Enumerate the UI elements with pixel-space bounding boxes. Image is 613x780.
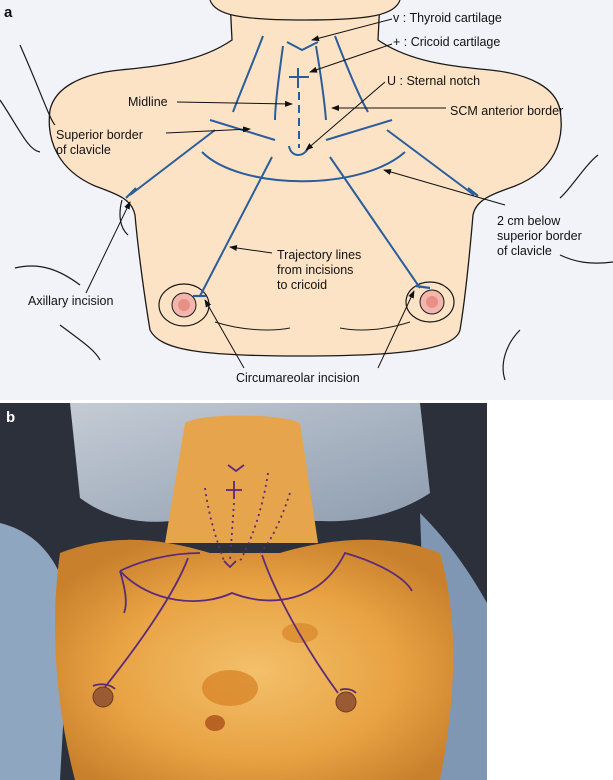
neck-skin <box>165 415 318 543</box>
right-scm-line <box>334 35 369 113</box>
panel-a-letter: a <box>4 4 13 21</box>
right-scm-line-2 <box>315 45 327 121</box>
arrow-superior-border <box>165 126 251 134</box>
chest-crease-right <box>339 321 411 331</box>
photo-right-trajectory <box>261 554 339 694</box>
label-trajectory-line3: to cricoid <box>277 278 328 292</box>
right-lower-line-2 <box>502 329 521 381</box>
label-sternal-notch: U : Sternal notch <box>387 74 481 88</box>
label-axillary-incision: Axillary incision <box>28 294 114 308</box>
thyroid-mark <box>286 41 319 52</box>
torso-photo <box>55 539 454 780</box>
label-superior-border-line1: Superior border <box>56 128 143 142</box>
label-cricoid-cartilage: + : Cricoid cartilage <box>393 35 501 49</box>
arrow-trajectory <box>229 245 273 254</box>
label-scm-anterior-border: SCM anterior border <box>450 104 564 118</box>
label-2cm-below-line3: of clavicle <box>497 244 552 258</box>
stain-lower <box>205 715 225 731</box>
left-arm-line <box>19 44 56 126</box>
label-circumareolar-incision: Circumareolar incision <box>236 371 360 385</box>
right-clavicle-line-2 <box>386 129 475 196</box>
right-axillary-incision <box>467 187 479 197</box>
right-areolar-incision <box>415 284 431 290</box>
arrow-circum-left <box>204 299 245 369</box>
torso-skin <box>48 0 562 357</box>
arrow-midline <box>176 100 293 107</box>
photo-markings <box>92 464 413 694</box>
panel-b-letter: b <box>6 409 16 426</box>
photo-right-areola-inc <box>339 688 357 694</box>
label-2cm-below-line2: superior border <box>497 229 582 243</box>
arrow-cricoid <box>309 43 393 73</box>
left-clavicle-line <box>129 129 216 196</box>
stain-center <box>202 670 258 706</box>
panel-a-illustration: a v : Thyroid cartilage + : Cricoid cart… <box>0 0 613 400</box>
left-scm-line <box>232 35 264 113</box>
right-arm-line <box>559 154 599 199</box>
arrow-2cm-below <box>383 169 506 206</box>
label-trajectory-line1: Trajectory lines <box>277 248 362 262</box>
label-superior-border-line2: of clavicle <box>56 143 111 157</box>
photo-thyroid-mark <box>227 464 245 473</box>
label-2cm-below-line1: 2 cm below <box>497 214 561 228</box>
panel-b-photograph: b <box>0 403 487 780</box>
photo-left-areola-inc <box>92 683 116 690</box>
arrow-sternal-notch <box>305 81 386 151</box>
photo-left-nipple <box>92 686 114 708</box>
right-trajectory-line <box>329 156 421 289</box>
right-lower-line <box>559 254 613 264</box>
left-clavicle-line-2 <box>209 119 276 141</box>
left-scm-line-2 <box>274 45 284 121</box>
left-axillary-incision <box>125 187 137 199</box>
arrow-axillary <box>85 201 131 294</box>
surgical-markings <box>125 35 479 298</box>
left-drape <box>0 523 70 780</box>
arrow-circum-right <box>377 290 415 369</box>
left-trajectory-line <box>199 156 273 297</box>
left-axilla-line <box>119 199 129 236</box>
photo-right-nipple <box>335 691 357 713</box>
left-arm-line-2 <box>0 99 41 153</box>
chin-outline <box>209 0 401 21</box>
left-nipple <box>178 299 190 311</box>
left-lower-line-2 <box>59 324 101 361</box>
arrow-thyroid <box>311 18 393 42</box>
below-clavicle-arc <box>201 151 406 183</box>
photo-svg <box>0 403 487 780</box>
illustration-svg <box>0 0 613 381</box>
photo-sternal-notch <box>223 560 237 569</box>
label-midline: Midline <box>128 95 168 109</box>
chest-crease-left <box>214 321 291 331</box>
photo-clavicle-arc <box>119 551 413 602</box>
left-lower-line <box>14 265 81 286</box>
photo-left-axilla-line <box>119 570 127 614</box>
label-thyroid-cartilage: v : Thyroid cartilage <box>393 11 502 25</box>
photo-left-clavicle <box>119 552 201 572</box>
photo-left-trajectory <box>104 557 189 688</box>
photo-midline <box>229 502 235 562</box>
label-trajectory-line2: from incisions <box>277 263 354 277</box>
right-nipple <box>426 296 438 308</box>
right-clavicle-line <box>325 119 393 141</box>
photo-left-scm <box>204 487 225 562</box>
